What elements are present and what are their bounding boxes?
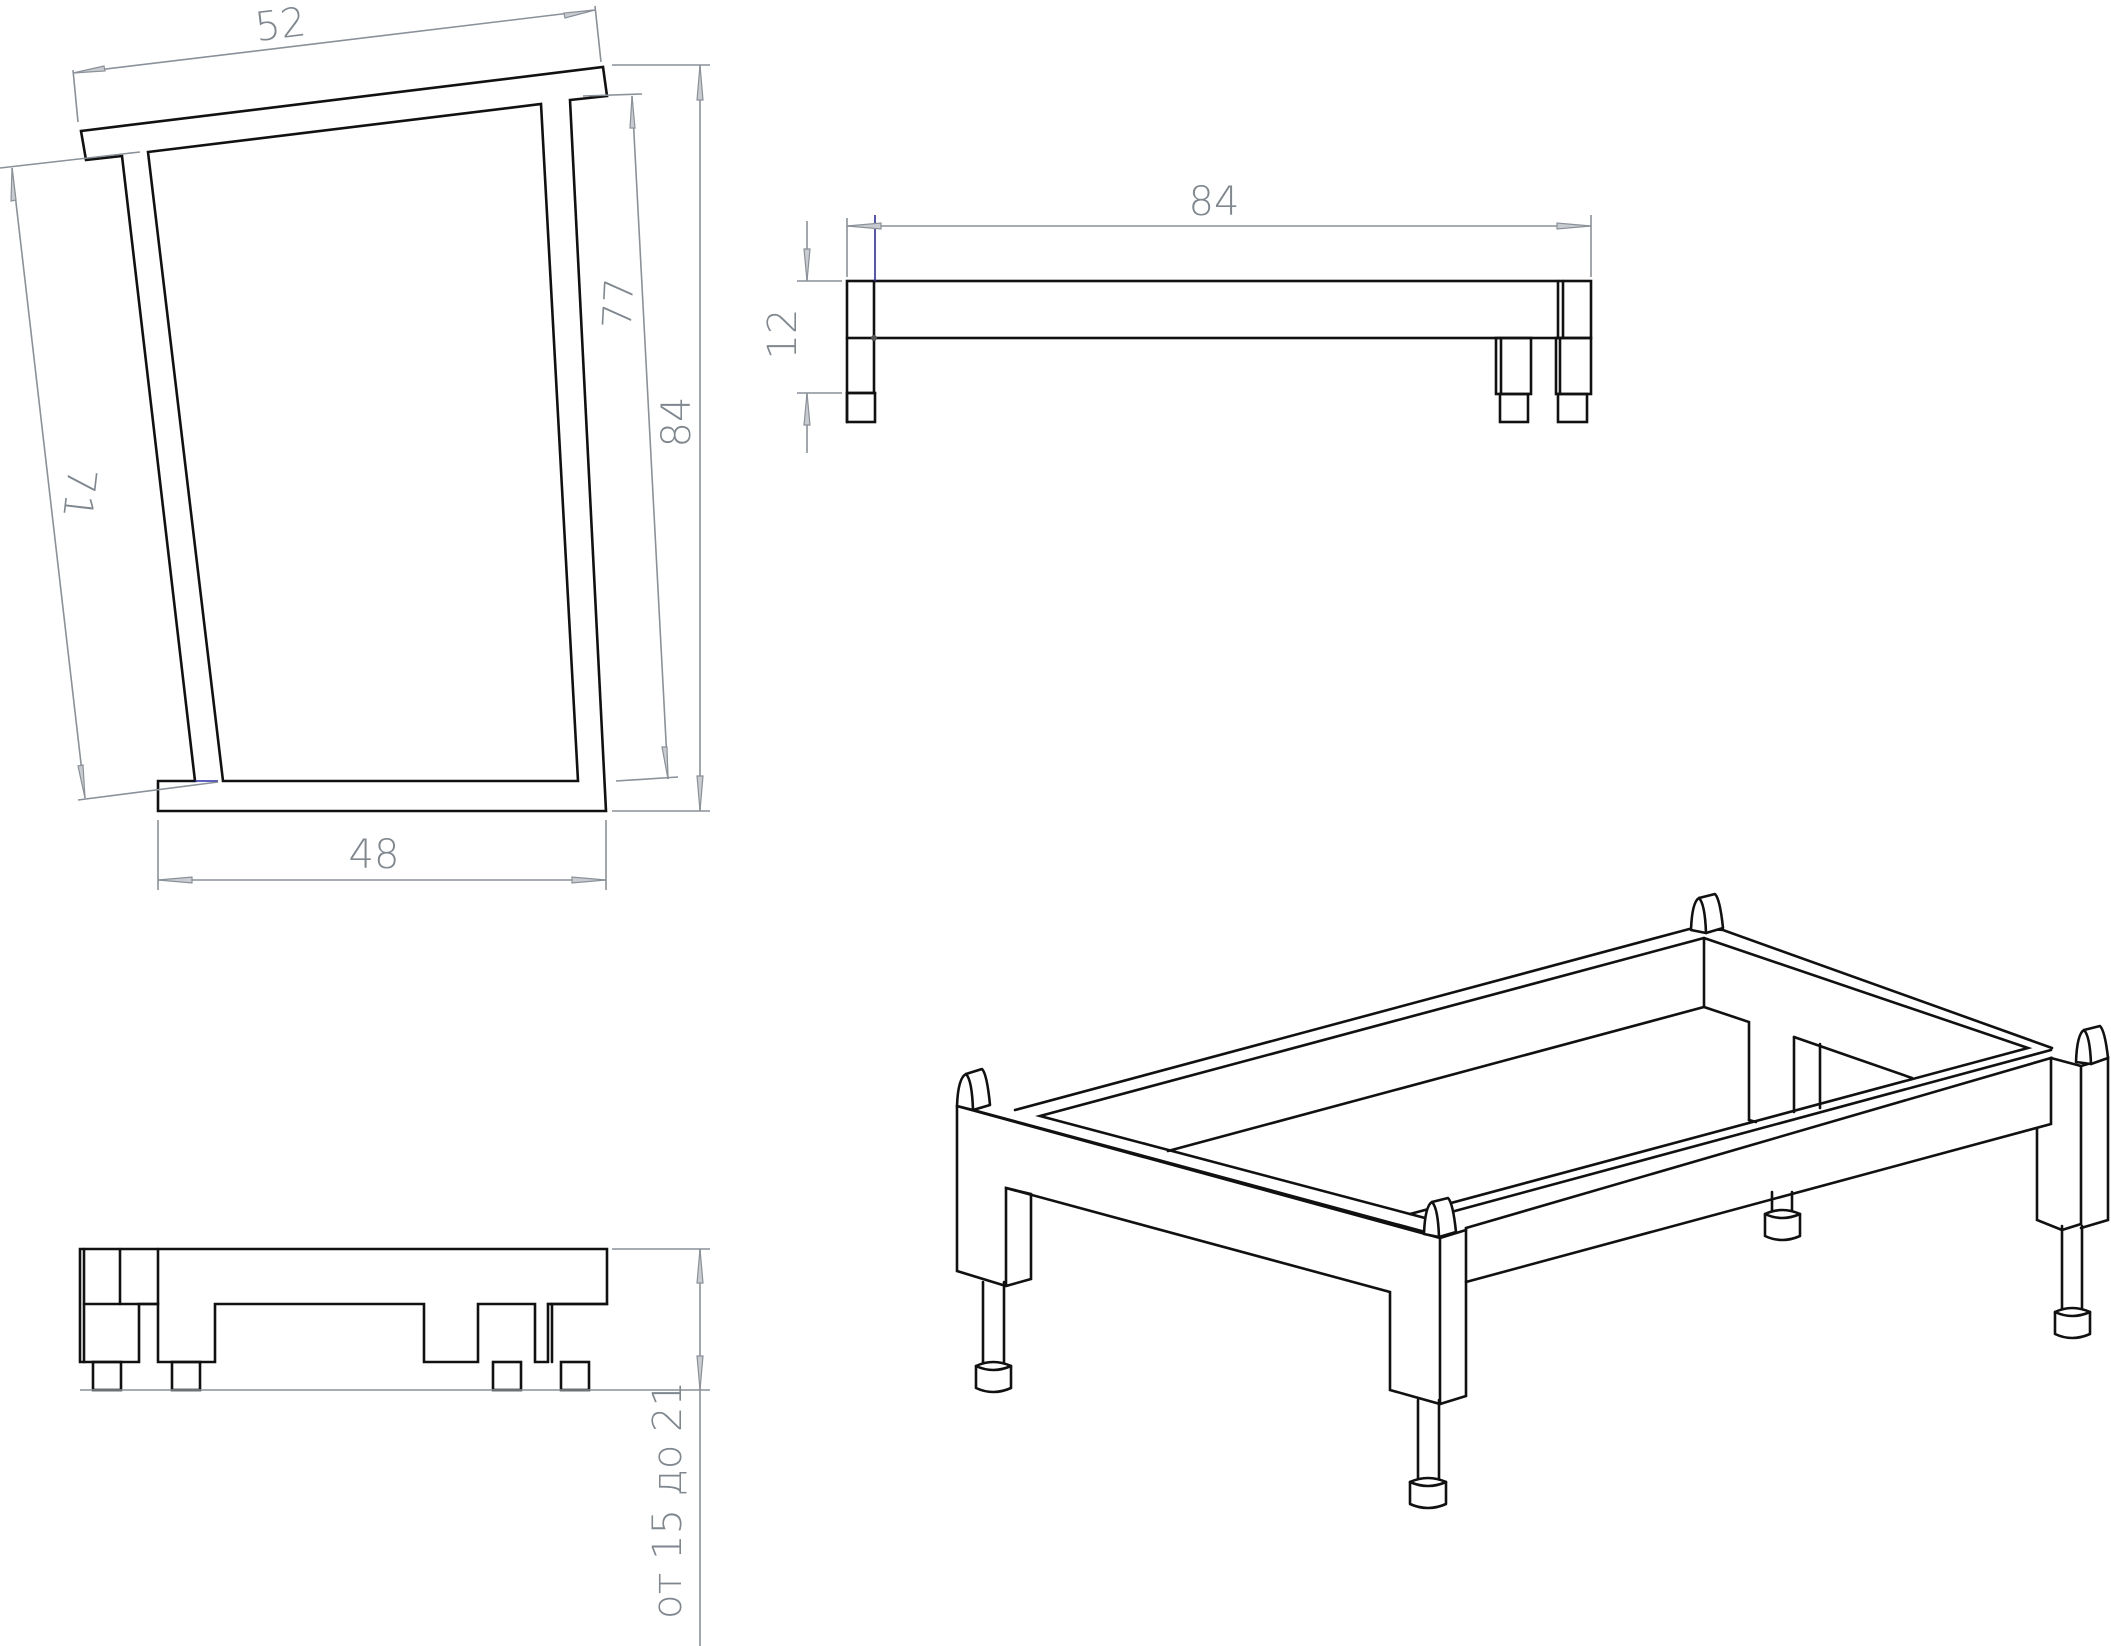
side-dim-84: 84	[612, 64, 710, 812]
side-dim-48: 48	[157, 820, 607, 890]
side-view-outer-contour	[79, 65, 609, 813]
side-dim-77: 77	[582, 93, 679, 782]
iso-foot-left	[974, 1280, 1013, 1394]
iso-leg-left	[955, 1104, 1033, 1288]
iso-front-rail	[955, 1104, 1442, 1406]
iso-hook-right	[2074, 1024, 2110, 1066]
front-view-center-mark	[871, 335, 877, 341]
front-view-top-frame	[845, 279, 1593, 340]
iso-foot-back	[1763, 1190, 1802, 1242]
front-view-foot-inner	[1498, 392, 1530, 424]
end-view-foot-1	[91, 1360, 123, 1392]
end-dim-adjustable-label: от 15 до 21	[645, 1381, 691, 1619]
front-dim-84-label: 84	[1189, 179, 1240, 225]
end-view-foot-4	[559, 1360, 591, 1392]
front-view: 84 12	[760, 179, 1593, 453]
front-view-foot-right	[1556, 392, 1589, 424]
end-dim-adjustable: от 15 до 21	[80, 1248, 710, 1646]
front-dim-12: 12	[760, 221, 842, 453]
front-dim-12-label: 12	[760, 309, 806, 360]
front-dim-84: 84	[846, 179, 1592, 277]
side-view: 52 71 77 84	[0, 0, 710, 890]
side-dim-52: 52	[72, 0, 602, 123]
iso-foot-front	[1408, 1398, 1448, 1510]
side-dim-84-label: 84	[654, 397, 700, 448]
iso-hook-front	[1422, 1196, 1458, 1239]
side-view-inner-contour	[146, 102, 580, 783]
iso-leg-right	[2035, 1056, 2083, 1232]
isometric-view	[955, 892, 2110, 1510]
side-dim-71: 71	[0, 151, 219, 801]
side-dim-48-label: 48	[349, 832, 400, 878]
side-dim-77-label: 77	[595, 277, 644, 330]
end-view-foot-3	[491, 1360, 523, 1392]
iso-frame-inner	[1034, 936, 2033, 1216]
end-view: от 15 до 21	[78, 1247, 710, 1646]
side-dim-71-label: 71	[53, 466, 105, 522]
side-dim-52-label: 52	[252, 0, 308, 51]
iso-foot-right	[2053, 1224, 2092, 1340]
front-view-foot-left	[845, 391, 877, 424]
end-view-foot-2	[170, 1360, 202, 1392]
iso-hook-back	[1689, 892, 1725, 935]
iso-hook-left	[955, 1067, 992, 1112]
